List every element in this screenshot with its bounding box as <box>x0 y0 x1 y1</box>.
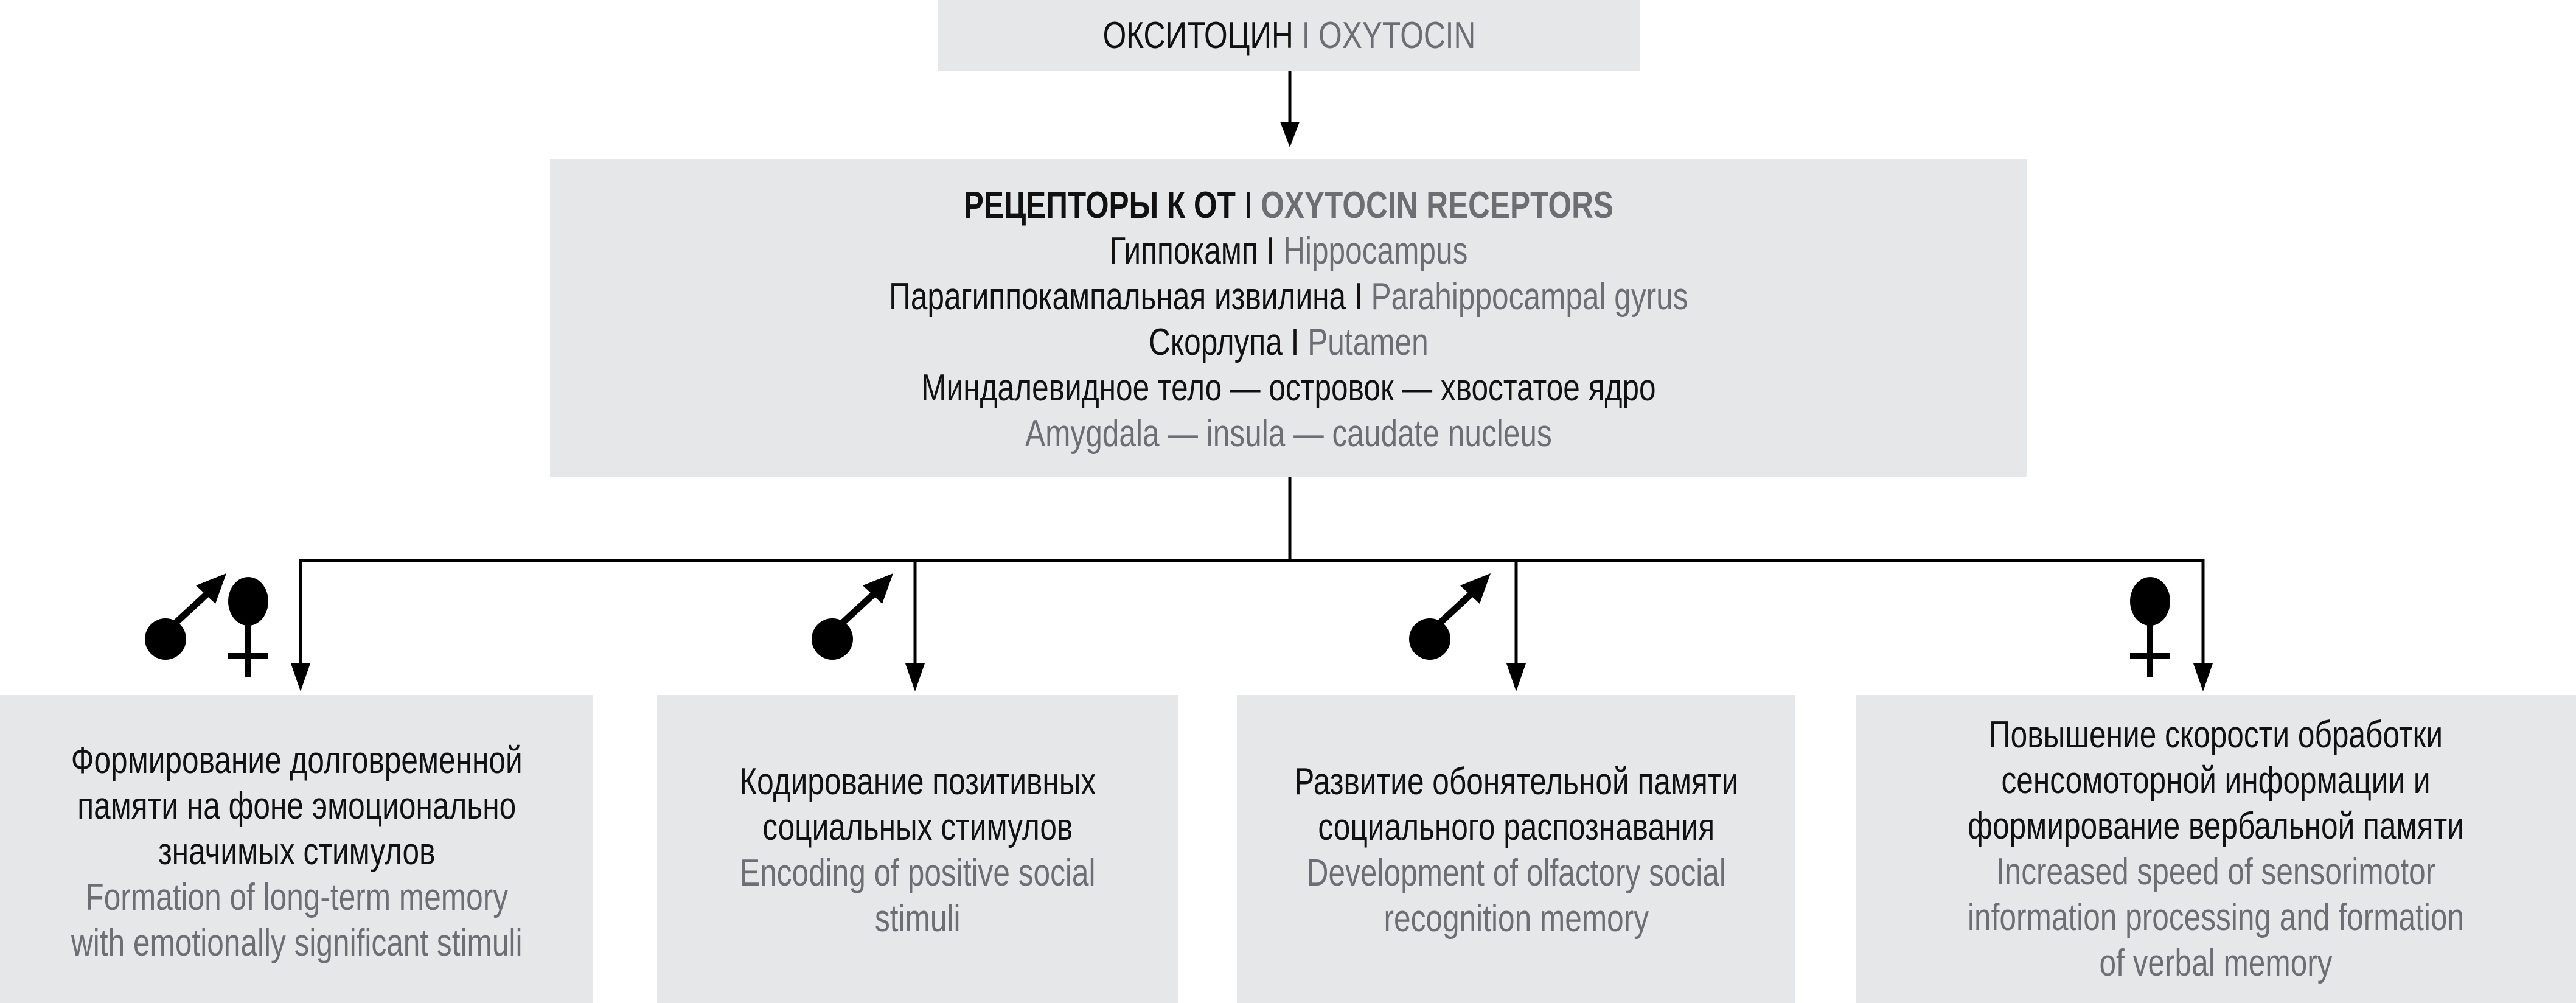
text-line: I <box>1346 276 1371 318</box>
top-en: OXYTOCIN <box>1318 14 1475 57</box>
top-ru: ОКСИТОЦИН <box>1102 14 1293 57</box>
arrowhead <box>1280 122 1300 147</box>
text-line: I <box>1258 230 1284 272</box>
text-line: Гиппокамп <box>1109 230 1258 272</box>
text-line: OXYTOCIN RECEPTORS <box>1261 184 1614 226</box>
text-line: Формирование долговременной <box>71 739 523 781</box>
text-line: information processing and formation <box>1968 896 2465 938</box>
receptor-line: Миндалевидное тело — островок — хвостато… <box>921 367 1656 409</box>
receptor-line-en: Amygdala — insula — caudate nucleus <box>1025 413 1552 455</box>
receptor-line: Гиппокамп I Hippocampus <box>889 228 1688 274</box>
text-line: Parahippocampal gyrus <box>1371 276 1688 318</box>
receptor-line: Скорлупа I Putamen <box>889 320 1688 365</box>
text-line: Развитие обонятельной памяти <box>1293 761 1739 803</box>
text-line: сенсомоторной информации и <box>2001 760 2431 802</box>
female-icon <box>2130 577 2170 677</box>
text-line: I <box>1293 14 1318 57</box>
text-line: stimuli <box>874 898 961 940</box>
receptor-line: Парагиппокампальная извилина I Parahippo… <box>889 274 1688 320</box>
text-line: социальных стимулов <box>762 806 1073 848</box>
receptors-box: РЕЦЕПТОРЫ К ОТ I OXYTOCIN RECEPTORS Гипп… <box>550 159 2027 477</box>
text-line: Повышение скорости обработки <box>1989 714 2443 756</box>
text-line: социального распознавания <box>1318 806 1714 848</box>
text-line: Increased speed of sensorimotor <box>1996 851 2436 893</box>
female-icon <box>228 577 268 677</box>
text-line: recognition memory <box>1384 898 1649 940</box>
text-line: значимых стимулов <box>158 831 436 873</box>
text-line: with emotionally significant stimuli <box>71 922 523 964</box>
text-line: формирование вербальной памяти <box>1968 805 2465 847</box>
text-line: Putamen <box>1307 321 1429 363</box>
text-line: I <box>1282 321 1308 363</box>
male-icon <box>812 573 893 660</box>
text-line: Formation of long-term memory <box>85 876 508 918</box>
male-icon <box>145 573 226 660</box>
text-line: of verbal memory <box>2099 942 2333 984</box>
text-line: Hippocampus <box>1283 230 1468 272</box>
text-line: РЕЦЕПТОРЫ К ОТ <box>963 184 1236 226</box>
male-icon <box>1409 573 1491 660</box>
text-line: I <box>1236 184 1261 226</box>
text-line: Encoding of positive social <box>739 852 1096 894</box>
oxytocin-box: ОКСИТОЦИН I OXYTOCIN <box>938 0 1640 71</box>
text-line: Парагиппокампальная извилина <box>889 276 1346 318</box>
text-line: Кодирование позитивных <box>739 761 1096 803</box>
text-line: памяти на фоне эмоционально <box>77 785 516 827</box>
text-line: Скорлупа <box>1149 321 1283 363</box>
text-line: Development of olfactory social <box>1306 852 1726 894</box>
